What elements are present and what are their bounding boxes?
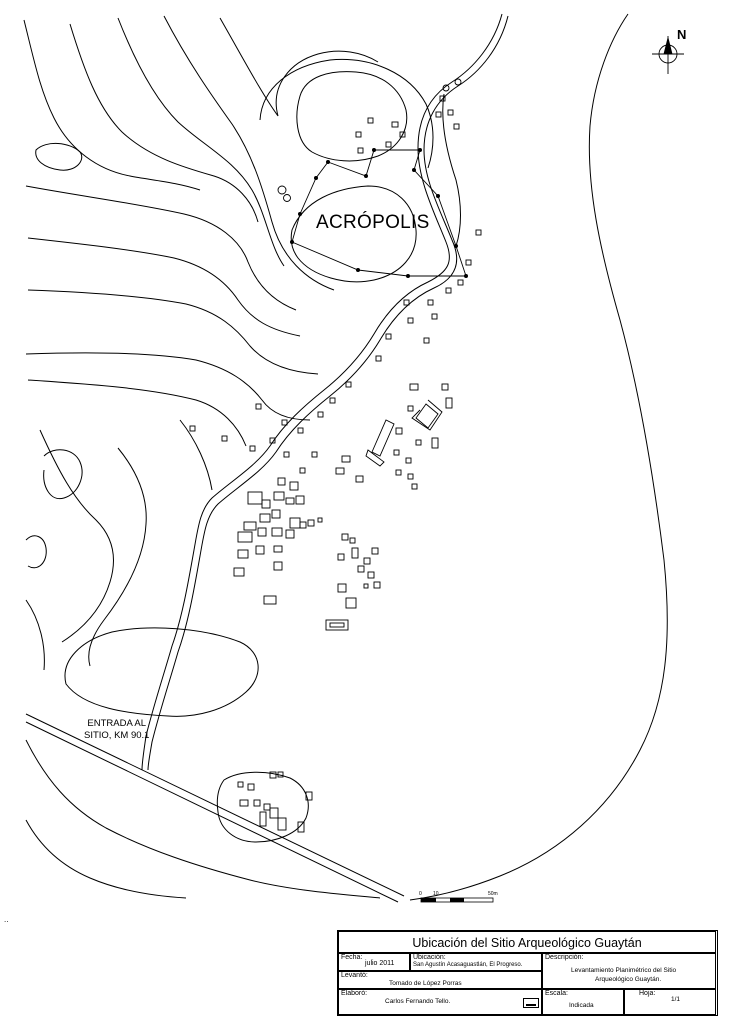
contour-line — [290, 185, 417, 283]
escala-label: Escala: — [545, 990, 568, 997]
contour-line — [296, 71, 408, 162]
contour-line — [25, 535, 47, 569]
escala-cell: Escala: Indicada — [542, 989, 624, 1015]
escala-value: Indicada — [569, 1002, 594, 1009]
contour-line — [25, 739, 381, 899]
contour-line — [163, 15, 335, 291]
scale-bar — [420, 897, 494, 903]
contour-line — [216, 771, 309, 843]
contour-line — [409, 13, 668, 901]
elaboro-label: Elaboró: — [341, 990, 368, 997]
levanto-label: Levantó: — [341, 972, 368, 979]
contour-line — [442, 93, 461, 247]
contour-line — [88, 447, 147, 667]
descripcion-line1: Levantamiento Planimétrico del Sitio — [571, 967, 677, 974]
entrance-label-line2: SITIO, KM 90.1 — [84, 730, 150, 741]
contour-line — [27, 289, 319, 375]
title-block: Ubicación del Sitio Arqueológico Guaytán… — [337, 930, 718, 1016]
hoja-cell: Hoja: 1/1 — [624, 989, 716, 1015]
hoja-label: Hoja: — [639, 990, 656, 997]
fecha-cell: Fecha: julio 2011 — [338, 953, 410, 971]
descripcion-label: Descripción: — [545, 954, 584, 961]
entrance-label: ENTRADA AL SITIO, KM 90.1 — [84, 718, 149, 742]
descripcion-cell: Descripción: Levantamiento Planimétrico … — [542, 953, 716, 989]
highway — [25, 713, 405, 897]
contour-line — [23, 19, 201, 191]
acropolis-label: ACRÓPOLIS — [316, 212, 430, 233]
elaboro-cell: Elaboró: Carlos Fernando Tello. — [338, 989, 542, 1015]
hoja-value: 1/1 — [671, 996, 681, 1003]
contour-line — [25, 819, 187, 899]
north-label: N — [677, 27, 687, 42]
contour-line — [27, 379, 247, 447]
scale-tick-0: 0 — [419, 891, 422, 897]
ubicacion-value: San Agustín Acasaguastlán, El Progreso. — [413, 962, 523, 968]
access-road — [141, 13, 503, 771]
title-row: Ubicación del Sitio Arqueológico Guaytán — [338, 931, 716, 953]
contour-line — [25, 599, 45, 671]
ubicacion-label: Ubicación: — [413, 954, 446, 961]
north-arrow-icon — [652, 36, 684, 74]
levanto-cell: Levantó: Tomado de López Porras — [338, 971, 542, 989]
highway — [25, 721, 399, 903]
scale-tick-50m: 50m — [488, 891, 498, 897]
contour-line — [69, 23, 259, 223]
access-road — [147, 15, 509, 771]
acropolis-perimeter — [291, 149, 467, 277]
map-title: Ubicación del Sitio Arqueológico Guaytán — [412, 936, 642, 950]
contour-line — [43, 449, 83, 500]
scale-tick-10: 10 — [433, 891, 439, 897]
fecha-value: julio 2011 — [365, 960, 395, 967]
institution-logo-icon — [523, 998, 539, 1008]
contour-line — [117, 17, 285, 267]
contour-line — [219, 17, 379, 117]
contour-line — [259, 58, 434, 169]
elaboro-value: Carlos Fernando Tello. — [385, 998, 451, 1005]
contour-line — [39, 429, 114, 643]
levanto-value: Tomado de López Porras — [389, 980, 462, 987]
mound-structures — [189, 78, 482, 833]
contour-line — [27, 237, 301, 337]
descripcion-line2: Arqueológico Guaytán. — [595, 976, 662, 983]
contour-line — [25, 352, 311, 421]
contour-line — [35, 143, 83, 171]
contour-line — [179, 419, 213, 491]
fecha-label: Fecha: — [341, 954, 363, 961]
entrance-label-line1: ENTRADA AL — [87, 718, 147, 729]
contour-line — [64, 627, 259, 717]
contour-line — [25, 185, 297, 311]
stray-mark: .. — [4, 915, 9, 924]
ubicacion-cell: Ubicación: San Agustín Acasaguastlán, El… — [410, 953, 542, 971]
